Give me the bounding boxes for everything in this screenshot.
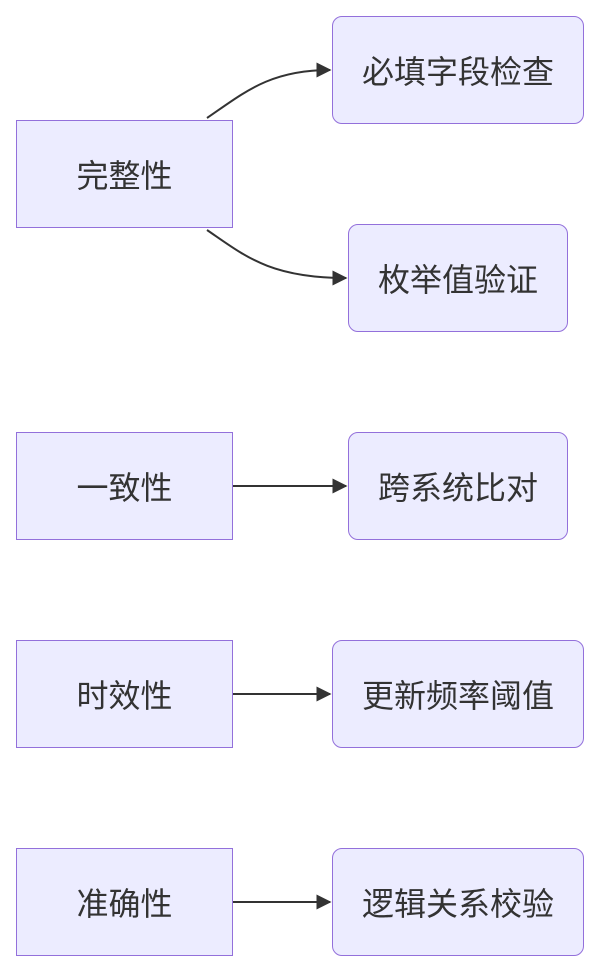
node-accuracy-label: 准确性 xyxy=(76,885,173,923)
node-logic-check-label: 逻辑关系校验 xyxy=(361,885,554,923)
node-completeness: 完整性 xyxy=(16,120,233,228)
node-consistency-label: 一致性 xyxy=(76,469,173,507)
node-timeliness: 时效性 xyxy=(16,640,233,748)
node-consistency: 一致性 xyxy=(16,432,233,540)
node-logic-check: 逻辑关系校验 xyxy=(332,848,584,956)
node-update-threshold-label: 更新频率阈值 xyxy=(361,677,554,715)
node-required-fields-label: 必填字段检查 xyxy=(361,53,554,91)
node-cross-system: 跨系统比对 xyxy=(348,432,568,540)
node-enum-validation: 枚举值验证 xyxy=(348,224,568,332)
edge-completeness-enum-validation xyxy=(206,229,348,286)
node-timeliness-label: 时效性 xyxy=(76,677,173,715)
edge-completeness-required-fields xyxy=(206,62,332,119)
node-enum-validation-label: 枚举值验证 xyxy=(377,261,538,299)
node-cross-system-label: 跨系统比对 xyxy=(377,469,538,507)
node-completeness-label: 完整性 xyxy=(76,157,173,195)
node-required-fields: 必填字段检查 xyxy=(332,16,584,124)
node-update-threshold: 更新频率阈值 xyxy=(332,640,584,748)
node-accuracy: 准确性 xyxy=(16,848,233,956)
